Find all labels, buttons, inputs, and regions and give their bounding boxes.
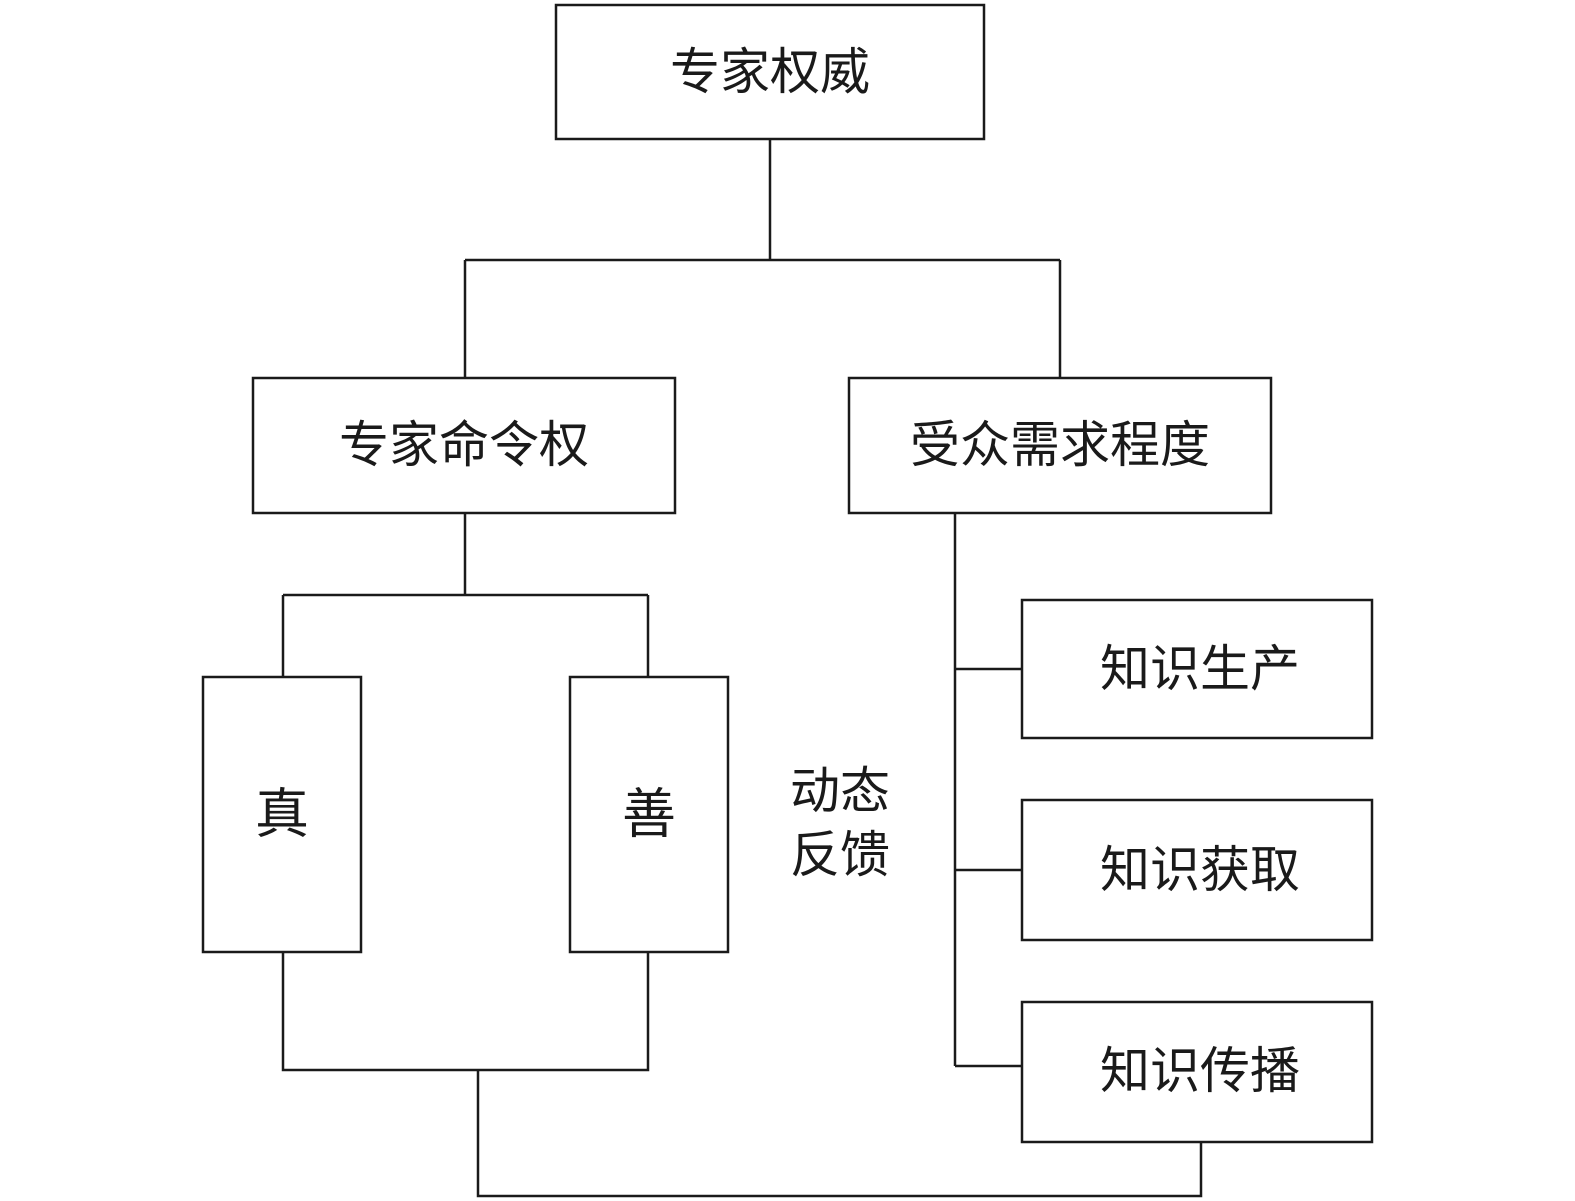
- feedback-label-line1: 动态: [790, 762, 890, 820]
- connector-authority-split: [463, 139, 1062, 377]
- node-truth-label: 真: [255, 783, 309, 846]
- node-expert-authority-label: 专家权威: [670, 43, 870, 101]
- node-audience-demand: 受众需求程度: [847, 376, 1273, 515]
- connector-demand-branches: [953, 513, 1021, 1068]
- feedback-label: 动态 反馈: [790, 762, 890, 884]
- node-knowledge-acquisition: 知识获取: [1020, 798, 1374, 942]
- node-knowledge-dissemination: 知识传播: [1020, 1000, 1374, 1144]
- node-knowledge-dissemination-label: 知识传播: [1100, 1042, 1300, 1100]
- node-expert-command: 专家命令权: [251, 376, 677, 515]
- connector-feedback-loop: [281, 952, 1203, 1198]
- node-expert-authority: 专家权威: [554, 3, 986, 141]
- node-knowledge-production: 知识生产: [1020, 598, 1374, 740]
- node-goodness-label: 善: [622, 783, 676, 846]
- connectors: [281, 139, 1203, 1198]
- node-knowledge-acquisition-label: 知识获取: [1100, 841, 1300, 899]
- node-knowledge-production-label: 知识生产: [1100, 640, 1300, 698]
- node-truth: 真: [201, 675, 363, 954]
- node-audience-demand-label: 受众需求程度: [910, 416, 1210, 474]
- node-expert-command-label: 专家命令权: [339, 416, 589, 474]
- feedback-label-line2: 反馈: [790, 826, 890, 884]
- connector-command-split: [281, 513, 650, 676]
- node-goodness: 善: [568, 675, 730, 954]
